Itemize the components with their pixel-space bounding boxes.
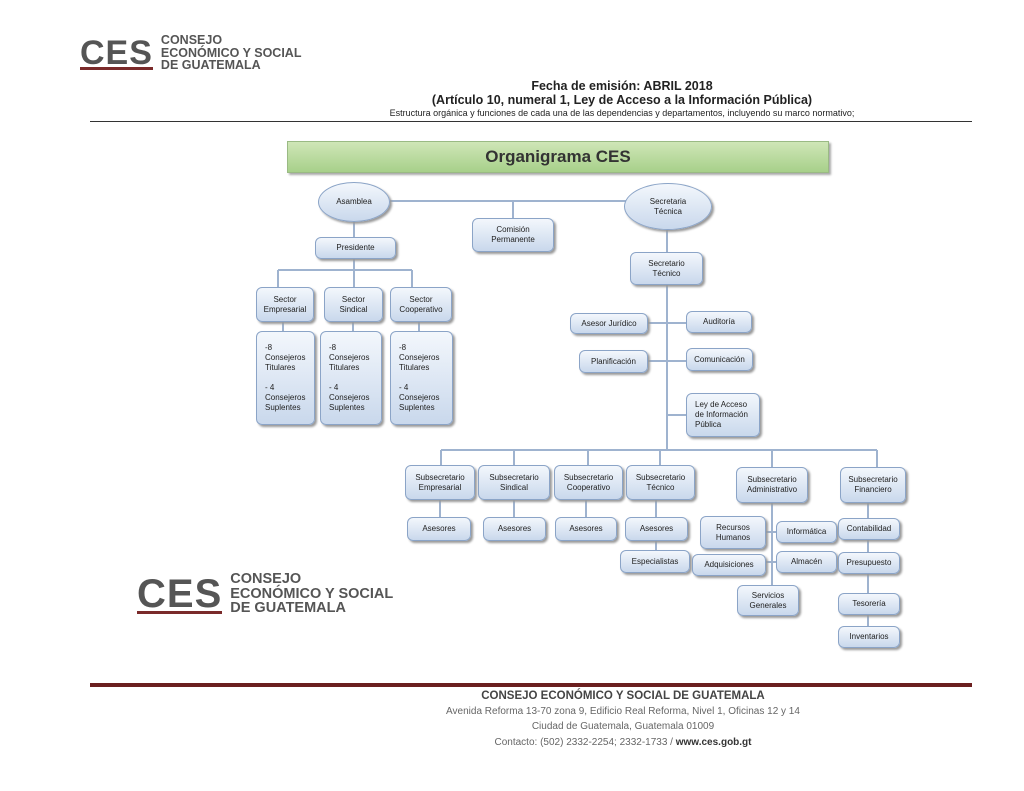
header-divider — [90, 121, 972, 122]
footer-address: Avenida Reforma 13-70 zona 9, Edificio R… — [446, 706, 800, 717]
logo-mark: CES — [80, 33, 153, 72]
logo-line-1: CONSEJO — [160, 33, 223, 47]
footer-divider — [90, 683, 972, 687]
node-asesor-juridico: Asesor Jurídico — [570, 313, 648, 334]
node-sub-tecnico: Subsecretario Técnico — [626, 465, 695, 500]
logo-line-3: DE GUATEMALA — [230, 600, 346, 616]
node-secretaria-tecnica: Secretaria Técnica — [624, 183, 712, 230]
node-comunicacion: Comunicación — [686, 348, 753, 371]
node-auditoria: Auditoría — [686, 311, 752, 333]
node-sub-financiero: Subsecretario Financiero — [840, 467, 906, 503]
node-sector-cooperativo: Sector Cooperativo — [390, 287, 452, 322]
footer-phone: Contacto: (502) 2332-2254; 2332-1733 / — [494, 737, 673, 748]
ces-logo-header: CES CONSEJO ECONÓMICO Y SOCIAL DE GUATEM… — [80, 34, 301, 72]
header-description: Estructura orgánica y funciones de cada … — [389, 108, 855, 118]
node-sector-sindical: Sector Sindical — [324, 287, 383, 322]
legal-article: (Artículo 10, numeral 1, Ley de Acceso a… — [431, 93, 813, 107]
node-presupuesto: Presupuesto — [838, 552, 900, 574]
logo-line-2: ECONÓMICO Y SOCIAL — [160, 45, 302, 60]
node-asesores-sindical: Asesores — [483, 517, 546, 541]
node-servicios-generales: Servicios Generales — [737, 585, 799, 616]
node-asesores-tecnico: Asesores — [625, 517, 688, 541]
node-presidente: Presidente — [315, 237, 396, 259]
node-contabilidad: Contabilidad — [838, 518, 900, 540]
logo-line-1: CONSEJO — [230, 571, 302, 587]
issue-date: Fecha de emisión: ABRIL 2018 — [531, 79, 713, 93]
node-inventarios: Inventarios — [838, 626, 900, 648]
node-adquisiciones: Adquisiciones — [692, 554, 766, 576]
node-comision-permanente: Comisión Permanente — [472, 218, 554, 252]
node-secretario-tecnico: Secretario Técnico — [630, 252, 703, 285]
node-sub-empresarial: Subsecretario Empresarial — [405, 465, 475, 500]
node-consejeros-empresarial: -8 Consejeros Titulares - 4 Consejeros S… — [256, 331, 315, 425]
node-consejeros-cooperativo: -8 Consejeros Titulares - 4 Consejeros S… — [390, 331, 453, 425]
footer-website-link[interactable]: www.ces.gob.gt — [675, 737, 752, 748]
logo-mark: CES — [137, 571, 223, 616]
node-sub-sindical: Subsecretario Sindical — [478, 465, 550, 500]
node-especialistas: Especialistas — [620, 550, 690, 573]
chart-title: Organigrama CES — [287, 141, 829, 173]
node-consejeros-sindical: -8 Consejeros Titulares - 4 Consejeros S… — [320, 331, 382, 425]
node-recursos-humanos: Recursos Humanos — [700, 516, 766, 549]
node-informatica: Informática — [776, 521, 837, 543]
logo-line-2: ECONÓMICO Y SOCIAL — [230, 585, 394, 602]
node-sub-cooperativo: Subsecretario Cooperativo — [554, 465, 623, 500]
node-almacen: Almacén — [776, 551, 837, 573]
ces-logo-body: CES CONSEJO ECONÓMICO Y SOCIAL DE GUATEM… — [137, 572, 393, 616]
footer-org-name: CONSEJO ECONÓMICO Y SOCIAL DE GUATEMALA — [481, 690, 765, 702]
node-ley-acceso-informacion: Ley de Acceso de Información Pública — [686, 393, 760, 437]
node-asamblea: Asamblea — [318, 182, 390, 222]
node-asesores-empresarial: Asesores — [407, 517, 471, 541]
node-tesoreria: Tesorería — [838, 593, 900, 615]
node-asesores-cooperativo: Asesores — [555, 517, 617, 541]
logo-line-3: DE GUATEMALA — [160, 58, 261, 72]
node-sub-administrativo: Subsecretario Administrativo — [736, 467, 808, 503]
node-sector-empresarial: Sector Empresarial — [256, 287, 314, 322]
footer-city: Ciudad de Guatemala, Guatemala 01009 — [531, 721, 715, 732]
node-planificacion: Planificación — [579, 350, 648, 373]
footer-contact: Contacto: (502) 2332-2254; 2332-1733 / w… — [306, 737, 940, 748]
